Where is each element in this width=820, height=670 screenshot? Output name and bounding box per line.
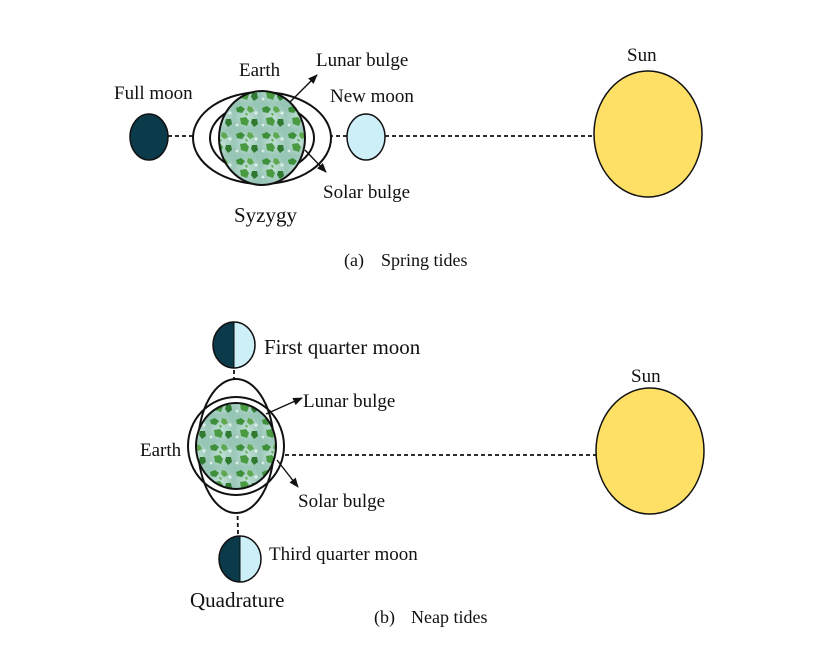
solar-bulge-arrow-b bbox=[276, 459, 299, 488]
caption-letter-a: (a) bbox=[344, 250, 364, 271]
lunar-bulge-arrow-a bbox=[289, 74, 318, 103]
panel-spring-tides: Full moon Earth Lunar bulge New moon Sun… bbox=[114, 45, 703, 271]
full-moon-label: Full moon bbox=[114, 83, 193, 104]
sun-label-b: Sun bbox=[631, 366, 661, 387]
solar-bulge-ellipse-b bbox=[187, 396, 285, 496]
sun-icon bbox=[593, 70, 703, 198]
solar-bulge-arrow-a bbox=[304, 149, 327, 173]
first-quarter-moon-label: First quarter moon bbox=[264, 335, 421, 359]
new-moon-label: New moon bbox=[330, 86, 414, 107]
new-moon-icon bbox=[346, 113, 386, 161]
full-moon-icon bbox=[129, 113, 169, 161]
caption-text-a: Spring tides bbox=[381, 250, 468, 270]
solar-bulge-label-b: Solar bulge bbox=[298, 491, 385, 512]
earth-label-a: Earth bbox=[239, 60, 281, 81]
sun-icon-b bbox=[595, 387, 705, 515]
panel-neap-tides: First quarter moon Lunar bulge Earth Sun… bbox=[140, 321, 705, 628]
syzygy-label: Syzygy bbox=[234, 203, 298, 227]
solar-bulge-label-a: Solar bulge bbox=[323, 182, 410, 203]
first-quarter-moon-icon bbox=[212, 321, 256, 369]
caption-letter-b: (b) bbox=[374, 607, 395, 628]
caption-text-b: Neap tides bbox=[411, 607, 487, 627]
lunar-bulge-label-a: Lunar bulge bbox=[316, 50, 408, 71]
earth-label-b: Earth bbox=[140, 440, 182, 461]
quadrature-label: Quadrature bbox=[190, 588, 284, 612]
third-quarter-moon-icon bbox=[218, 535, 262, 583]
third-quarter-moon-label: Third quarter moon bbox=[269, 544, 418, 565]
lunar-bulge-arrow-b bbox=[265, 397, 303, 415]
earth-globe-icon-b bbox=[195, 402, 277, 490]
lunar-bulge-label-b: Lunar bulge bbox=[303, 391, 395, 412]
sun-label-a: Sun bbox=[627, 45, 657, 66]
earth-globe-icon bbox=[218, 90, 306, 186]
